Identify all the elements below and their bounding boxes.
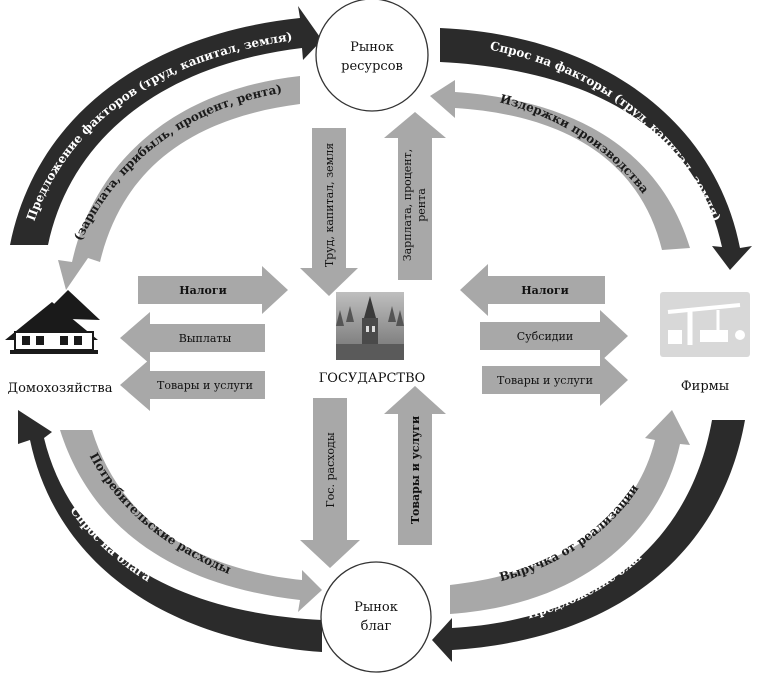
household-taxes-arrow: Налоги xyxy=(138,266,288,314)
goods-demand-arrow xyxy=(18,410,322,652)
goods-services-up-label: Товары и услуги xyxy=(409,416,422,524)
firm-goods-label: Товары и услуги xyxy=(497,374,593,387)
government-label: ГОСУДАРСТВО xyxy=(319,371,426,386)
kremlin-tower-icon xyxy=(336,292,404,360)
household-taxes-label: Налоги xyxy=(179,284,227,297)
factor-demand-arrow xyxy=(440,28,752,270)
households-label: Домохозяйства xyxy=(8,381,113,396)
firm-subsidies-arrow: Субсидии xyxy=(480,310,628,362)
goods-services-up-arrow: Товары и услуги xyxy=(384,386,446,545)
goods-market-label-1: Рынок xyxy=(354,600,398,615)
household-payments-arrow: Выплаты xyxy=(120,312,265,364)
wages-interest-rent-label-2: рента xyxy=(415,188,428,222)
firm-taxes-arrow: Налоги xyxy=(460,264,605,316)
sales-revenue-arrow xyxy=(450,410,690,614)
labor-capital-land-label: Труд, капитал, земля xyxy=(323,143,336,267)
household-goods-label: Товары и услуги xyxy=(157,379,253,392)
resource-market-node: Рынок ресурсов xyxy=(315,0,429,112)
wages-interest-rent-arrow: Зарплата, процент, рента xyxy=(384,112,446,280)
production-costs-arrow xyxy=(430,80,690,250)
firms-label: Фирмы xyxy=(681,379,729,394)
firm-goods-arrow: Товары и услуги xyxy=(482,354,628,406)
goods-market-node: Рынок благ xyxy=(320,561,432,673)
labor-capital-land-arrow: Труд, капитал, земля xyxy=(300,128,358,296)
factor-supply-arrow xyxy=(10,6,322,245)
factory-icon xyxy=(660,292,750,357)
wages-interest-rent-label-1: Зарплата, процент, xyxy=(401,149,414,261)
house-icon xyxy=(5,290,100,354)
gov-spending-arrow: Гос. расходы xyxy=(300,398,360,568)
household-goods-arrow: Товары и услуги xyxy=(120,359,265,411)
resource-market-label-1: Рынок xyxy=(350,40,394,55)
goods-supply-arrow xyxy=(432,420,745,662)
resource-market-label-2: ресурсов xyxy=(341,59,403,74)
consumer-spending-arrow xyxy=(60,430,322,612)
goods-market-label-2: благ xyxy=(361,619,392,634)
firm-taxes-label: Налоги xyxy=(521,284,569,297)
gov-spending-label: Гос. расходы xyxy=(324,432,337,507)
household-payments-label: Выплаты xyxy=(179,332,232,345)
factor-income-arrow xyxy=(58,76,300,290)
firm-subsidies-label: Субсидии xyxy=(517,330,573,343)
